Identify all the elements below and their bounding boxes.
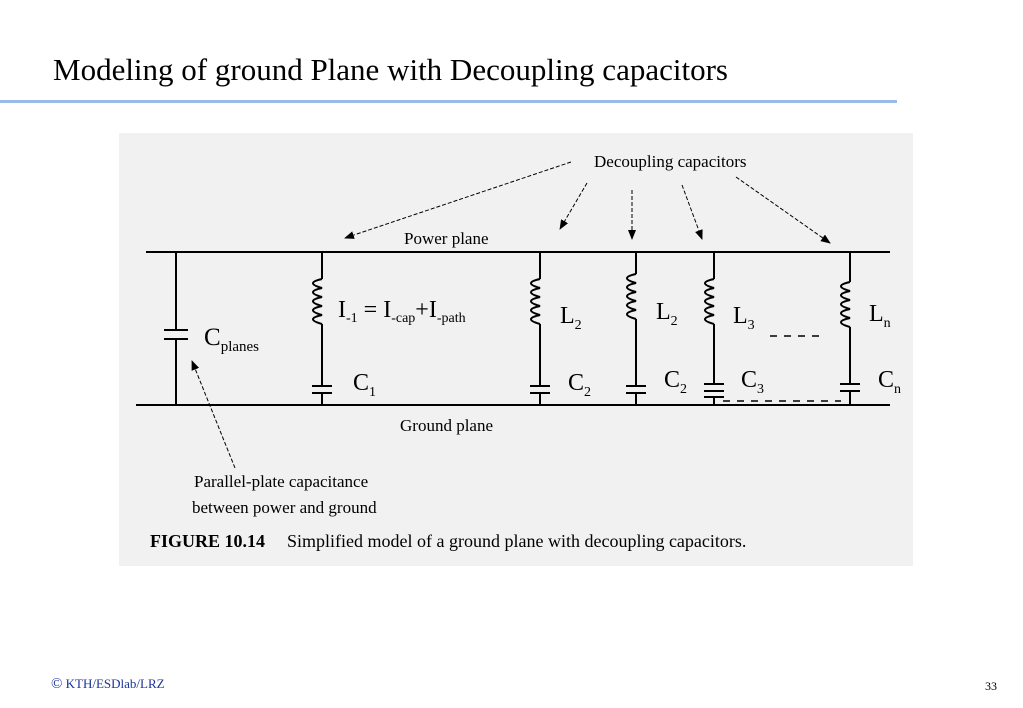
branch-4-lc — [704, 252, 724, 405]
parallel-plate-label-line1: Parallel-plate capacitance — [194, 472, 368, 491]
capacitor-label-3: C3 — [741, 367, 764, 397]
caption-label: FIGURE 10.14 — [150, 531, 266, 551]
capacitor-label-2: C2 — [568, 370, 591, 400]
cplanes-label: Cplanes — [204, 324, 259, 355]
copyright-text: KTH/ESDlab/LRZ — [65, 676, 165, 691]
branch-3-lc — [626, 252, 646, 405]
branch-2-lc — [530, 252, 550, 405]
capacitor-label-2b: C2 — [664, 367, 687, 397]
copyright-icon: © — [51, 676, 63, 692]
footer-copyright: © KTH/ESDlab/LRZ — [51, 676, 165, 693]
decoupling-capacitors-label: Decoupling capacitors — [594, 152, 746, 171]
branch-n-lc — [840, 252, 860, 405]
power-plane-label: Power plane — [404, 229, 489, 248]
inductor-label-3: L3 — [733, 303, 755, 333]
cplanes-capacitor — [164, 252, 188, 405]
capacitor-label-1: C1 — [353, 370, 376, 400]
cplanes-arrow — [191, 360, 236, 469]
slide-title: Modeling of ground Plane with Decoupling… — [53, 52, 728, 87]
current-equation: I-1 = I-cap+I-path — [338, 297, 466, 326]
parallel-plate-label-line2: between power and ground — [192, 498, 377, 517]
decoupling-arrows — [344, 161, 831, 244]
figure-image: Decoupling capacitors Power plane Ground… — [119, 133, 913, 566]
capacitor-label-n: Cn — [878, 367, 901, 397]
inductor-label-n: Ln — [869, 301, 891, 331]
figure-caption: FIGURE 10.14 Simplified model of a ground… — [150, 531, 746, 552]
ground-plane-label: Ground plane — [400, 416, 493, 435]
page-number: 33 — [985, 679, 997, 693]
caption-text: Simplified model of a ground plane with … — [287, 531, 747, 551]
branch-1-lc — [312, 252, 332, 405]
title-underline — [0, 100, 897, 103]
inductor-label-2: L2 — [656, 299, 678, 329]
circuit-diagram: Decoupling capacitors Power plane Ground… — [136, 152, 901, 517]
inductor-label-1: L2 — [560, 303, 582, 333]
